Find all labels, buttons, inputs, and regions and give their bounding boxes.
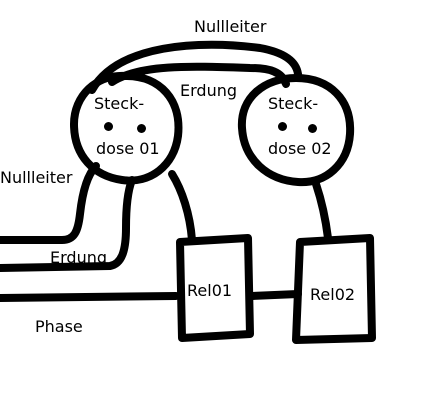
ground-wire-left: [0, 176, 136, 272]
phase-wire: [0, 292, 180, 302]
socket-02-label-line1: Steck-: [268, 94, 319, 113]
phase-label: Phase: [35, 317, 83, 336]
socket-01-to-relay-01-wire: [168, 170, 196, 244]
socket-02-contact-left: [278, 122, 287, 131]
socket-02-to-relay-02-wire: [312, 180, 332, 242]
relay-link-wire: [248, 290, 302, 300]
neutral-label-left: Nullleiter: [0, 168, 73, 187]
socket-02-contact-right: [308, 124, 317, 133]
relay-01-label: Rel01: [187, 281, 233, 300]
socket-01-label-line2: dose 01: [96, 139, 160, 158]
socket-01-outline: [70, 71, 183, 185]
relay-01-box: [176, 234, 254, 342]
socket-01-contact-left: [104, 122, 113, 131]
neutral-wire-top: [88, 40, 302, 94]
relay-02-box: [292, 234, 376, 344]
socket-02-outline: [237, 74, 355, 187]
neutral-label-top: Nullleiter: [194, 17, 267, 36]
socket-01-label-line1: Steck-: [94, 94, 145, 113]
ground-label-top: Erdung: [180, 81, 237, 100]
ground-wire-top: [108, 62, 290, 88]
neutral-wire-left: [0, 162, 100, 244]
ground-label-left: Erdung: [50, 248, 107, 267]
socket-02-label-line2: dose 02: [268, 139, 332, 158]
socket-01-contact-right: [137, 124, 146, 133]
relay-02-label: Rel02: [310, 285, 356, 304]
